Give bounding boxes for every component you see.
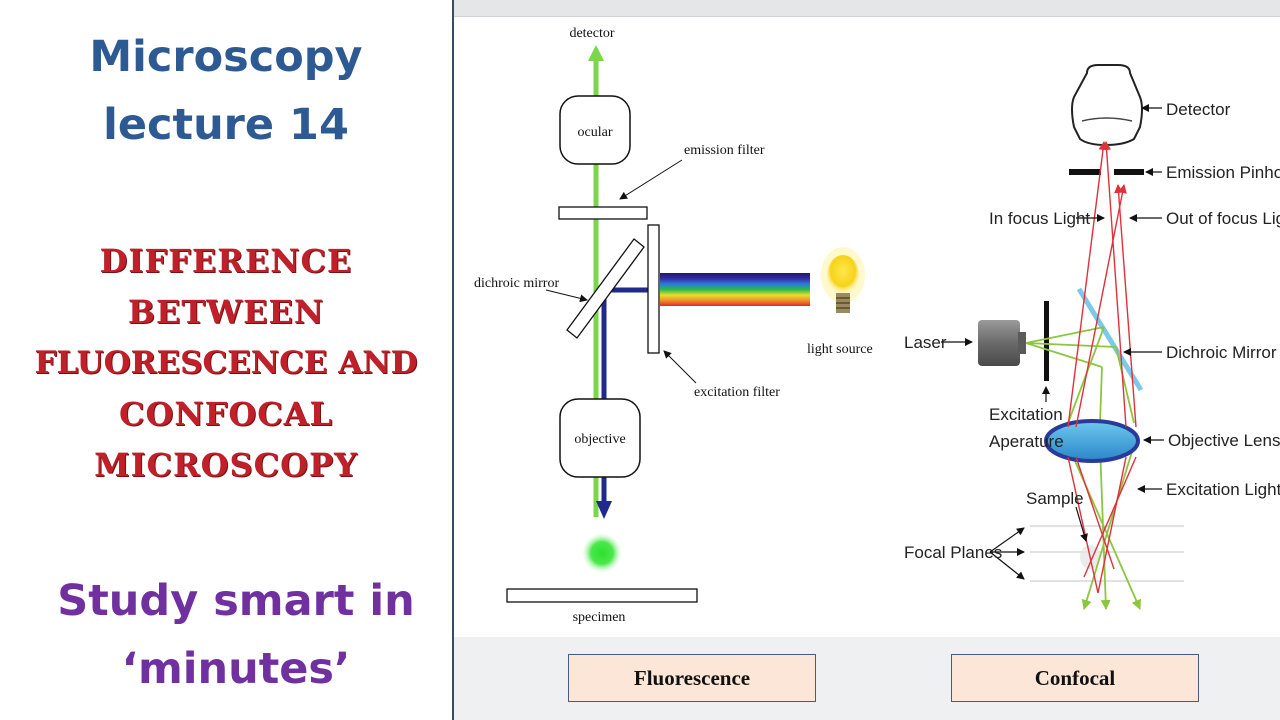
- confocal-dichroic-mirror: [1076, 287, 1144, 392]
- excitation-ray: [1099, 444, 1111, 610]
- left-panel: Microscopy lecture 14 Difference between…: [0, 0, 454, 720]
- confocal-diagram: Detector Emission Pinhole In focus Light…: [904, 64, 1280, 610]
- confocal-caption: Confocal: [951, 654, 1199, 702]
- excitation-light-label: Excitation Light: [1166, 480, 1280, 499]
- specimen-label: specimen: [573, 610, 626, 625]
- top-bar: [454, 0, 1280, 17]
- ocular: [559, 95, 631, 165]
- dichroic-mirror: [566, 238, 645, 339]
- tagline-line1: Study smart in: [57, 576, 415, 626]
- subtitle-line2: between: [127, 293, 325, 331]
- fluorescence-caption: Fluorescence: [568, 654, 816, 702]
- diagram-area: ocular objective detector emission filte…: [454, 17, 1280, 637]
- pointer-line: [989, 527, 1025, 553]
- objective: [559, 398, 641, 478]
- emission-ray: [1067, 141, 1108, 428]
- subtitle: Difference between Fluorescence and Conf…: [0, 236, 452, 491]
- objective-lens-label: Objective Lens: [1168, 431, 1280, 450]
- detector-arrow-icon: [588, 45, 604, 61]
- light-source-label: light source: [807, 342, 873, 357]
- pointer-line: [1075, 506, 1088, 542]
- microscopy-diagrams: ocular objective detector emission filte…: [474, 26, 1280, 625]
- focal-planes-label: Focal Planes: [904, 543, 1002, 562]
- excitation-ray: [1025, 326, 1105, 344]
- detector-icon: [1071, 64, 1143, 147]
- objective-label: objective: [574, 432, 625, 447]
- lecture-title-line1: Microscopy: [89, 32, 363, 82]
- detector-label: detector: [569, 26, 614, 41]
- laser-label: Laser: [904, 333, 947, 352]
- emission-ray: [1102, 141, 1127, 428]
- emission-ray: [1083, 456, 1137, 578]
- confocal-dichroic-label: Dichroic Mirror: [1166, 343, 1277, 362]
- light-bulb-icon: [827, 255, 859, 295]
- emission-pinhole-label: Emission Pinhole: [1166, 163, 1280, 182]
- light-spectrum: [660, 273, 810, 306]
- excitation-filter: [647, 224, 660, 354]
- dichroic-mirror-label: dichroic mirror: [474, 276, 559, 291]
- out-of-focus-light-label: Out of focus Light: [1166, 209, 1280, 228]
- emission-rays: [1067, 141, 1137, 594]
- laser-icon: [978, 320, 1020, 366]
- excitation-ray: [1025, 342, 1117, 348]
- laser-nozzle: [1018, 332, 1026, 354]
- objective-lens-icon: [1044, 419, 1140, 463]
- emission-filter: [558, 206, 648, 220]
- detector-edge: [1081, 117, 1133, 122]
- right-panel: ocular objective detector emission filte…: [454, 0, 1280, 720]
- excitation-arrow-icon: [596, 501, 612, 519]
- ocular-label: ocular: [578, 125, 613, 140]
- subtitle-line1: Difference: [99, 242, 353, 280]
- pointer-line: [989, 551, 1025, 580]
- excitation-filter-label: excitation filter: [694, 385, 780, 400]
- excitation-aperture: [1044, 301, 1049, 381]
- pinhole-left: [1069, 169, 1101, 175]
- emission-ray: [1075, 456, 1115, 570]
- fluorescence-diagram: ocular objective detector emission filte…: [474, 26, 873, 625]
- subtitle-line5: Microscopy: [94, 446, 358, 484]
- in-focus-light-label: In focus Light: [989, 209, 1090, 228]
- sample-label: Sample: [1026, 489, 1084, 508]
- lecture-title-line2: lecture 14: [103, 100, 349, 150]
- emission-ray: [1067, 456, 1099, 594]
- tagline-line2: ‘minutes’: [121, 644, 351, 694]
- fluorescent-spot: [582, 533, 622, 573]
- emission-filter-pointer: [619, 159, 683, 200]
- excitation-aperture-label-line2: Aperature: [989, 432, 1064, 451]
- subtitle-line3: Fluorescence and: [34, 345, 418, 381]
- excitation-ray: [1099, 366, 1103, 424]
- emission-ray: [1075, 184, 1127, 428]
- pinhole-right: [1114, 169, 1144, 175]
- confocal-pointers: [941, 104, 1164, 580]
- dichroic-pointer: [545, 289, 588, 303]
- excitation-ray: [1115, 346, 1135, 424]
- emission-filter-label: emission filter: [684, 143, 765, 158]
- emission-ray: [1097, 456, 1127, 594]
- excitation-ray: [1081, 444, 1135, 610]
- emission-ray: [1114, 184, 1137, 428]
- specimen-slide: [506, 588, 698, 603]
- excitation-rays: [1025, 326, 1141, 610]
- confocal-detector-label: Detector: [1166, 100, 1231, 119]
- excitation-aperture-label-line1: Excitation: [989, 405, 1063, 424]
- subtitle-line4: Confocal: [119, 395, 333, 433]
- excitation-ray: [1067, 444, 1141, 610]
- excitation-filter-pointer: [663, 350, 697, 384]
